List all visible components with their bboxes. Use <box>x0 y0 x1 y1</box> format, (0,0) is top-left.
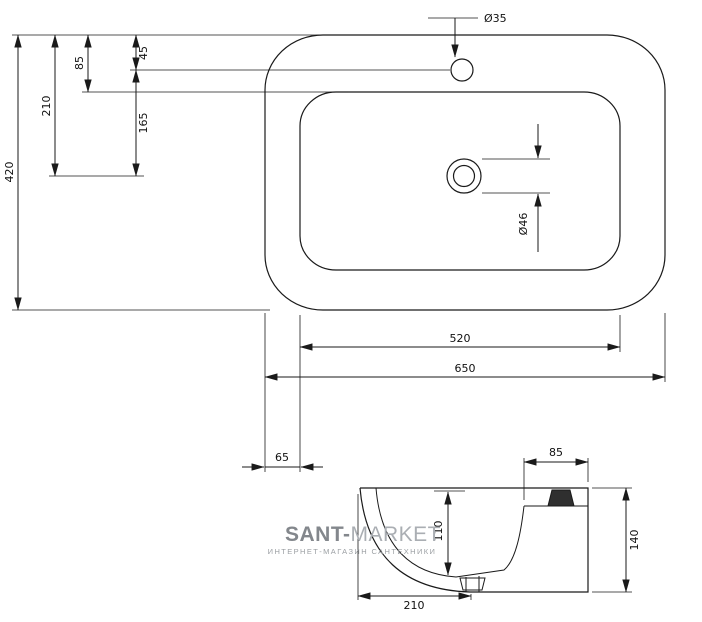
watermark-brand: SANT-MARKET <box>285 523 441 546</box>
top-view-dimensions: 420 210 85 45 165 Ø35 Ø46 520 650 <box>3 12 666 472</box>
dim-width-basin: 520 <box>450 332 471 345</box>
side-view <box>359 487 589 593</box>
drain-inner <box>452 164 476 188</box>
dim-deck-width: 85 <box>549 446 563 459</box>
dim-depth-overall: 420 <box>3 162 16 183</box>
dim-base-depth: 210 <box>404 599 425 612</box>
dim-faucet-hole-diameter: Ø35 <box>484 12 507 25</box>
dim-drain-diameter: Ø46 <box>517 213 530 236</box>
dim-basin-depth: 110 <box>432 521 445 542</box>
watermark-brand-part1: SANT- <box>285 523 351 546</box>
watermark: SANT-MARKET ИНТЕРНЕТ-МАГАЗИН САНТЕХНИКИ <box>268 523 441 556</box>
watermark-brand-part2: MARKET <box>351 523 442 546</box>
drain-outer <box>446 158 482 194</box>
faucet-base <box>547 489 575 507</box>
side-outline-top-right-bottom <box>360 487 589 593</box>
sink-outer-outline <box>264 34 666 311</box>
dim-height-overall: 140 <box>628 530 641 551</box>
dim-faucet-to-drain: 165 <box>137 113 150 134</box>
dim-rim-to-faucet: 45 <box>137 46 150 60</box>
side-view-dimensions: 85 110 140 210 <box>357 446 641 612</box>
watermark-subtitle: ИНТЕРНЕТ-МАГАЗИН САНТЕХНИКИ <box>268 547 437 556</box>
dim-depth-to-drain: 210 <box>40 96 53 117</box>
drain-fitting <box>459 577 486 591</box>
faucet-hole <box>450 58 474 82</box>
dim-rim-side-offset: 65 <box>275 451 289 464</box>
top-view <box>264 34 666 311</box>
dim-width-overall: 650 <box>455 362 476 375</box>
basin-bowl-section <box>375 487 525 578</box>
basin-inner-outline <box>299 91 621 271</box>
dim-rim-to-basin: 85 <box>73 56 86 70</box>
side-outline-front-curve <box>359 487 471 593</box>
